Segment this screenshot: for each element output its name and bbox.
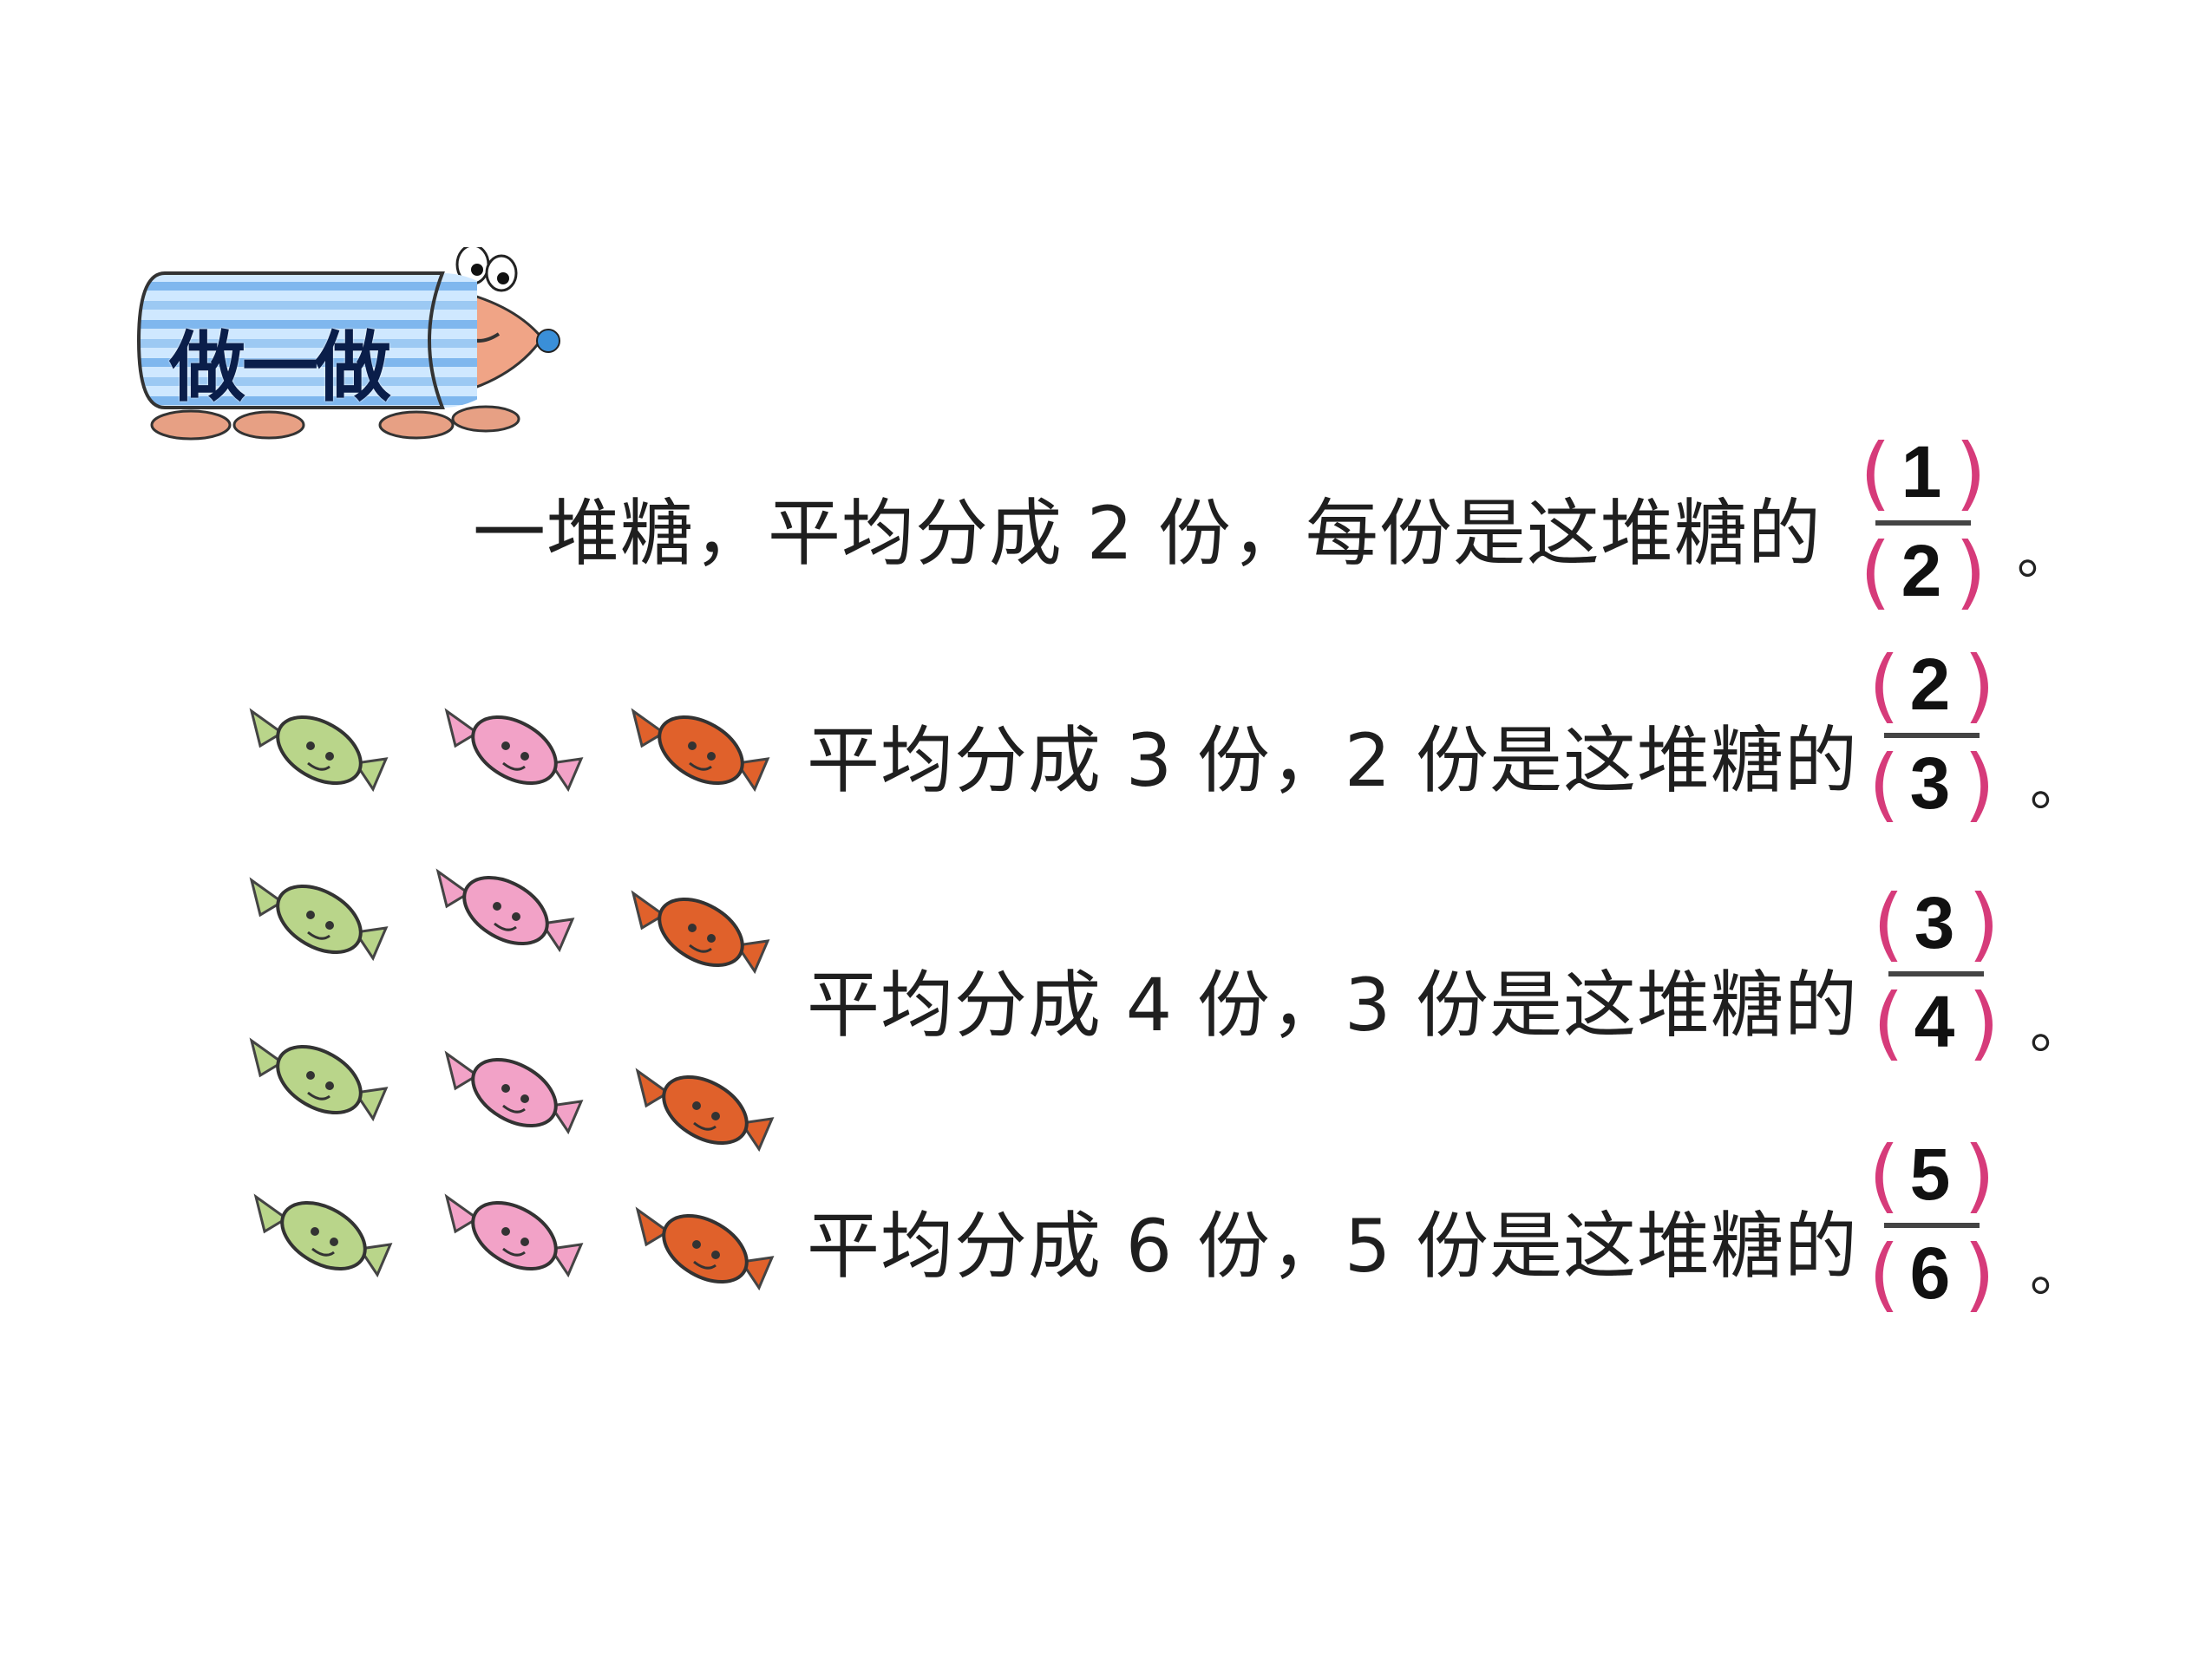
denominator-1[interactable]: 2 [1901,530,1942,611]
candy-icon [632,884,769,981]
fraction-3: ( ) 3 ( ) 4 [1873,878,1999,1069]
mascot-badge: 做一做 [130,244,581,455]
denominator-4[interactable]: 6 [1909,1232,1951,1314]
fraction-4: ( ) 5 ( ) 6 [1868,1129,1995,1321]
candy-icon [632,702,769,799]
mascot-icon [136,244,560,441]
denominator-2[interactable]: 3 [1909,742,1951,824]
candy-icon [445,1187,583,1284]
line-2-text: 平均分成 3 份，2 份是这堆糖的 [807,718,1858,803]
numerator-3[interactable]: 3 [1914,882,1955,963]
period-4: 。 [2030,1240,2085,1304]
period-3: 。 [2030,997,2085,1061]
candy-icon [250,702,388,799]
line-1-text: 一堆糖，平均分成 2 份，每份是这堆糖的 [473,491,1822,576]
numerator-2[interactable]: 2 [1909,643,1951,725]
candy-icon [250,871,388,968]
period-2: 。 [2030,754,2085,819]
candy-icon [436,862,574,959]
candy-icon [636,1200,774,1297]
period-1: 。 [2017,523,2072,587]
fraction-1: ( ) 1 ( ) 2 [1860,427,1986,618]
candy-icon [250,1031,388,1128]
denominator-3[interactable]: 4 [1914,981,1955,1062]
badge-label: 做一做 [169,323,391,412]
line-3-text: 平均分成 4 份，3 份是这堆糖的 [807,963,1858,1048]
candy-icon [636,1061,774,1159]
line-4-text: 平均分成 6 份，5 份是这堆糖的 [807,1204,1858,1289]
numerator-1[interactable]: 1 [1901,431,1942,513]
candy-icon [445,1044,583,1141]
numerator-4[interactable]: 5 [1909,1133,1951,1215]
candy-icon [254,1187,392,1284]
candy-icon [445,702,583,799]
fraction-2: ( ) 2 ( ) 3 [1868,639,1995,831]
